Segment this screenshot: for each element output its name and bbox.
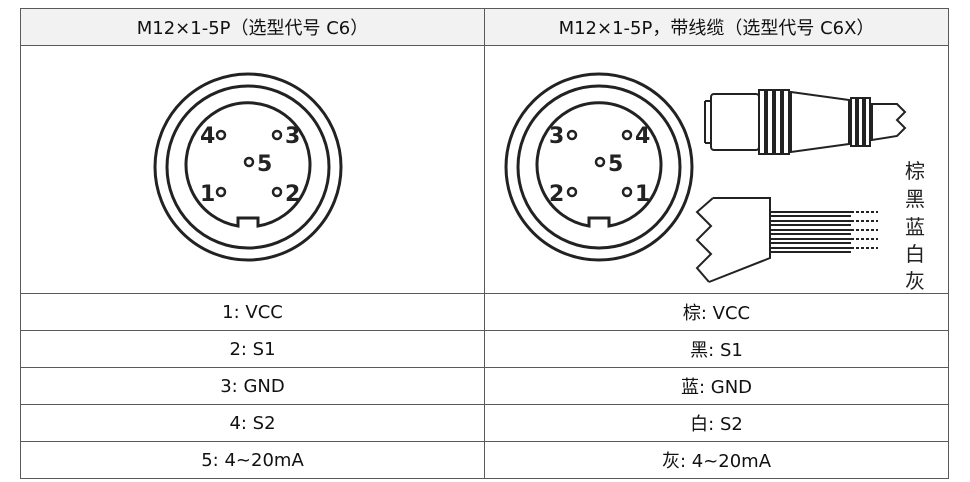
wire-label-black: 黑 xyxy=(905,187,925,211)
pin-5-label: 5 xyxy=(608,152,623,177)
pin-4-label: 4 xyxy=(635,124,650,149)
middle-ring xyxy=(516,84,682,250)
wire-label-white: 白 xyxy=(905,242,925,266)
wire-label-brown: 棕 xyxy=(905,159,925,183)
wire-label-blue: 蓝 xyxy=(905,215,925,239)
pinout-table: M12×1-5P（选型代号 C6） M12×1-5P，带线缆（选型代号 C6X）… xyxy=(20,8,949,479)
pin-row-right: 棕: VCC xyxy=(484,293,949,331)
pin-1-hole xyxy=(621,186,633,198)
pin-3-hole xyxy=(271,129,283,141)
pin-row-left: 3: GND xyxy=(20,367,485,405)
c6-connector-diagram: 4 3 5 1 2 xyxy=(153,72,343,262)
pin-2-hole xyxy=(566,186,578,198)
pin-3-hole xyxy=(566,129,578,141)
pin-1-label: 1 xyxy=(635,182,650,207)
pin-row-right: 黑: S1 xyxy=(484,330,949,368)
pin-2-label: 2 xyxy=(549,182,564,207)
header-c6x: M12×1-5P，带线缆（选型代号 C6X） xyxy=(484,8,949,46)
connector-side-view xyxy=(704,89,907,155)
middle-ring xyxy=(165,84,331,250)
pin-1-hole xyxy=(215,186,227,198)
pin-row-left: 5: 4~20mA xyxy=(20,441,485,479)
pin-2-label: 2 xyxy=(285,182,300,207)
pin-3-label: 3 xyxy=(285,124,300,149)
c6x-connector-figure: 3 4 5 2 1 xyxy=(484,45,949,294)
pin-5-label: 5 xyxy=(257,152,272,177)
pin-row-right: 蓝: GND xyxy=(484,367,949,405)
pin-row-left: 1: VCC xyxy=(20,293,485,331)
header-c6: M12×1-5P（选型代号 C6） xyxy=(20,8,485,46)
pin-4-hole xyxy=(215,129,227,141)
keyed-inner-ring xyxy=(184,101,312,228)
pin-row-right: 白: S2 xyxy=(484,404,949,442)
pin-5-hole xyxy=(243,156,255,168)
c6x-connector-diagram: 3 4 5 2 1 xyxy=(504,72,925,293)
pin-1-label: 1 xyxy=(200,182,215,207)
pin-row-right: 灰: 4~20mA xyxy=(484,441,949,479)
pin-2-hole xyxy=(271,186,283,198)
cable-end xyxy=(695,197,878,283)
pin-3-label: 3 xyxy=(549,124,564,149)
c6-connector-figure: 4 3 5 1 2 xyxy=(20,45,485,294)
pin-row-left: 4: S2 xyxy=(20,404,485,442)
pin-5-hole xyxy=(594,156,606,168)
outer-ring xyxy=(504,72,694,262)
pin-row-left: 2: S1 xyxy=(20,330,485,368)
outer-ring xyxy=(153,72,343,262)
keyed-inner-ring xyxy=(535,101,663,228)
pin-4-hole xyxy=(621,129,633,141)
wire-label-gray: 灰 xyxy=(905,269,925,293)
pin-4-label: 4 xyxy=(200,124,215,149)
